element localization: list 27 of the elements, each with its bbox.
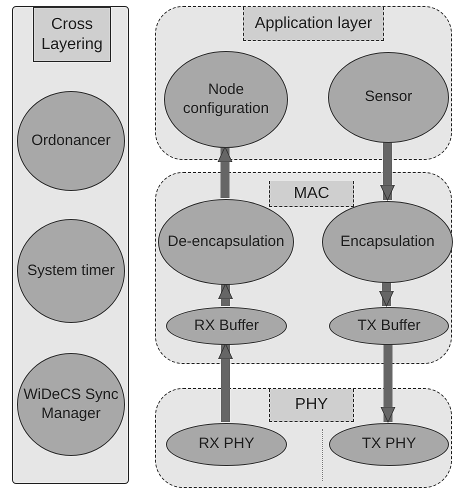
ellipse-label: Sensor (364, 88, 412, 107)
block-arrow (380, 142, 395, 200)
ellipse-label: TX Buffer (357, 316, 421, 336)
process-ellipse (329, 307, 449, 345)
panel-heading: PHY (269, 389, 354, 422)
panel-heading: Cross Layering (33, 7, 111, 62)
ellipse-label: TX PHY (362, 435, 416, 454)
block-arrow (380, 344, 396, 422)
process-ellipse (329, 423, 449, 466)
block-arrow (218, 146, 232, 198)
panel-heading: MAC (269, 181, 354, 207)
ellipse-label: Encapsulation (340, 232, 435, 252)
side-panel (12, 6, 129, 484)
block-arrow (218, 344, 233, 422)
block-arrow (218, 284, 233, 306)
ellipse-label: RX PHY (198, 435, 254, 454)
ellipse-label: Ordonancer (31, 132, 111, 150)
ellipse-label: De-encapsulation (168, 232, 284, 252)
layer-panel (155, 6, 452, 160)
panel-heading: Application layer (243, 7, 384, 41)
block-arrow (379, 282, 394, 306)
ellipse-label: Node configuration (182, 80, 270, 118)
layer-panel (155, 388, 452, 488)
ellipse-label: WiDeCS Sync Manager (22, 386, 120, 424)
ellipse-label: System timer (27, 262, 115, 280)
layer-panel (155, 172, 452, 364)
ellipse-label: RX Buffer (194, 316, 259, 336)
